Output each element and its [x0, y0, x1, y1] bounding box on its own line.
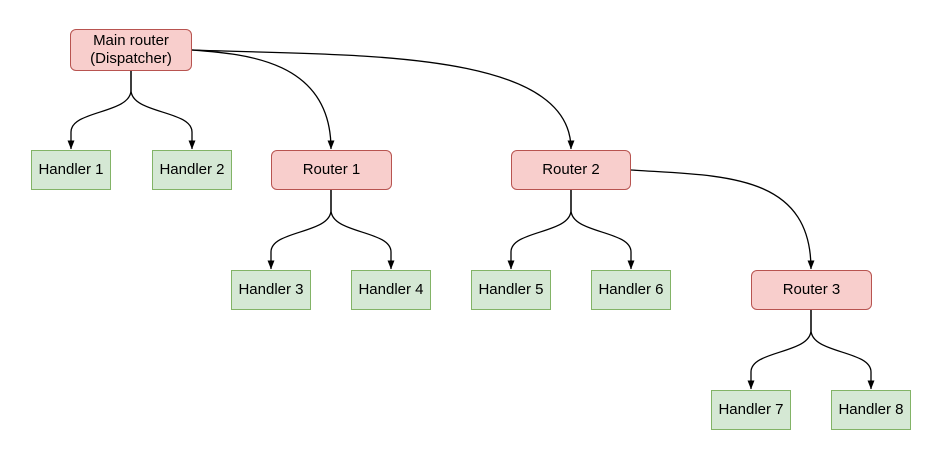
- node-handler-7-label: Handler 7: [718, 401, 784, 418]
- node-handler-3: Handler 3: [231, 270, 311, 310]
- node-main-router-label: Main router (Dispatcher): [90, 32, 172, 67]
- node-handler-5-label: Handler 5: [478, 281, 544, 298]
- node-router-2: Router 2: [511, 150, 631, 190]
- node-router-3-label: Router 3: [782, 281, 841, 298]
- edge-router-2-to-handler-5: [507, 190, 572, 270]
- node-handler-8: Handler 8: [831, 390, 911, 430]
- edge-router-3-to-handler-7: [747, 310, 812, 390]
- node-handler-3-label: Handler 3: [238, 281, 304, 298]
- node-handler-6: Handler 6: [591, 270, 671, 310]
- node-handler-7: Handler 7: [711, 390, 791, 430]
- edge-main-router-to-router-2: [191, 49, 575, 150]
- node-handler-2-label: Handler 2: [159, 161, 225, 178]
- node-handler-8-label: Handler 8: [838, 401, 904, 418]
- node-router-1: Router 1: [271, 150, 392, 190]
- node-router-1-label: Router 1: [302, 161, 361, 178]
- node-handler-2: Handler 2: [152, 150, 232, 190]
- node-router-2-label: Router 2: [542, 161, 600, 178]
- edge-router-2-to-router-3: [630, 169, 815, 270]
- node-handler-1: Handler 1: [31, 150, 111, 190]
- node-main-router: Main router (Dispatcher): [70, 29, 192, 71]
- node-handler-5: Handler 5: [471, 270, 551, 310]
- node-handler-4-label: Handler 4: [358, 281, 424, 298]
- node-router-3: Router 3: [751, 270, 872, 310]
- edge-router-2-to-handler-6: [570, 190, 635, 270]
- edge-main-router-to-handler-2: [130, 70, 196, 150]
- node-handler-1-label: Handler 1: [38, 161, 104, 178]
- edge-router-3-to-handler-8: [810, 310, 875, 390]
- edge-router-1-to-handler-3: [267, 190, 332, 270]
- edge-router-1-to-handler-4: [330, 190, 395, 270]
- edge-main-router-to-router-1: [191, 49, 335, 150]
- node-handler-6-label: Handler 6: [598, 281, 664, 298]
- node-handler-4: Handler 4: [351, 270, 431, 310]
- edge-main-router-to-handler-1: [67, 70, 132, 150]
